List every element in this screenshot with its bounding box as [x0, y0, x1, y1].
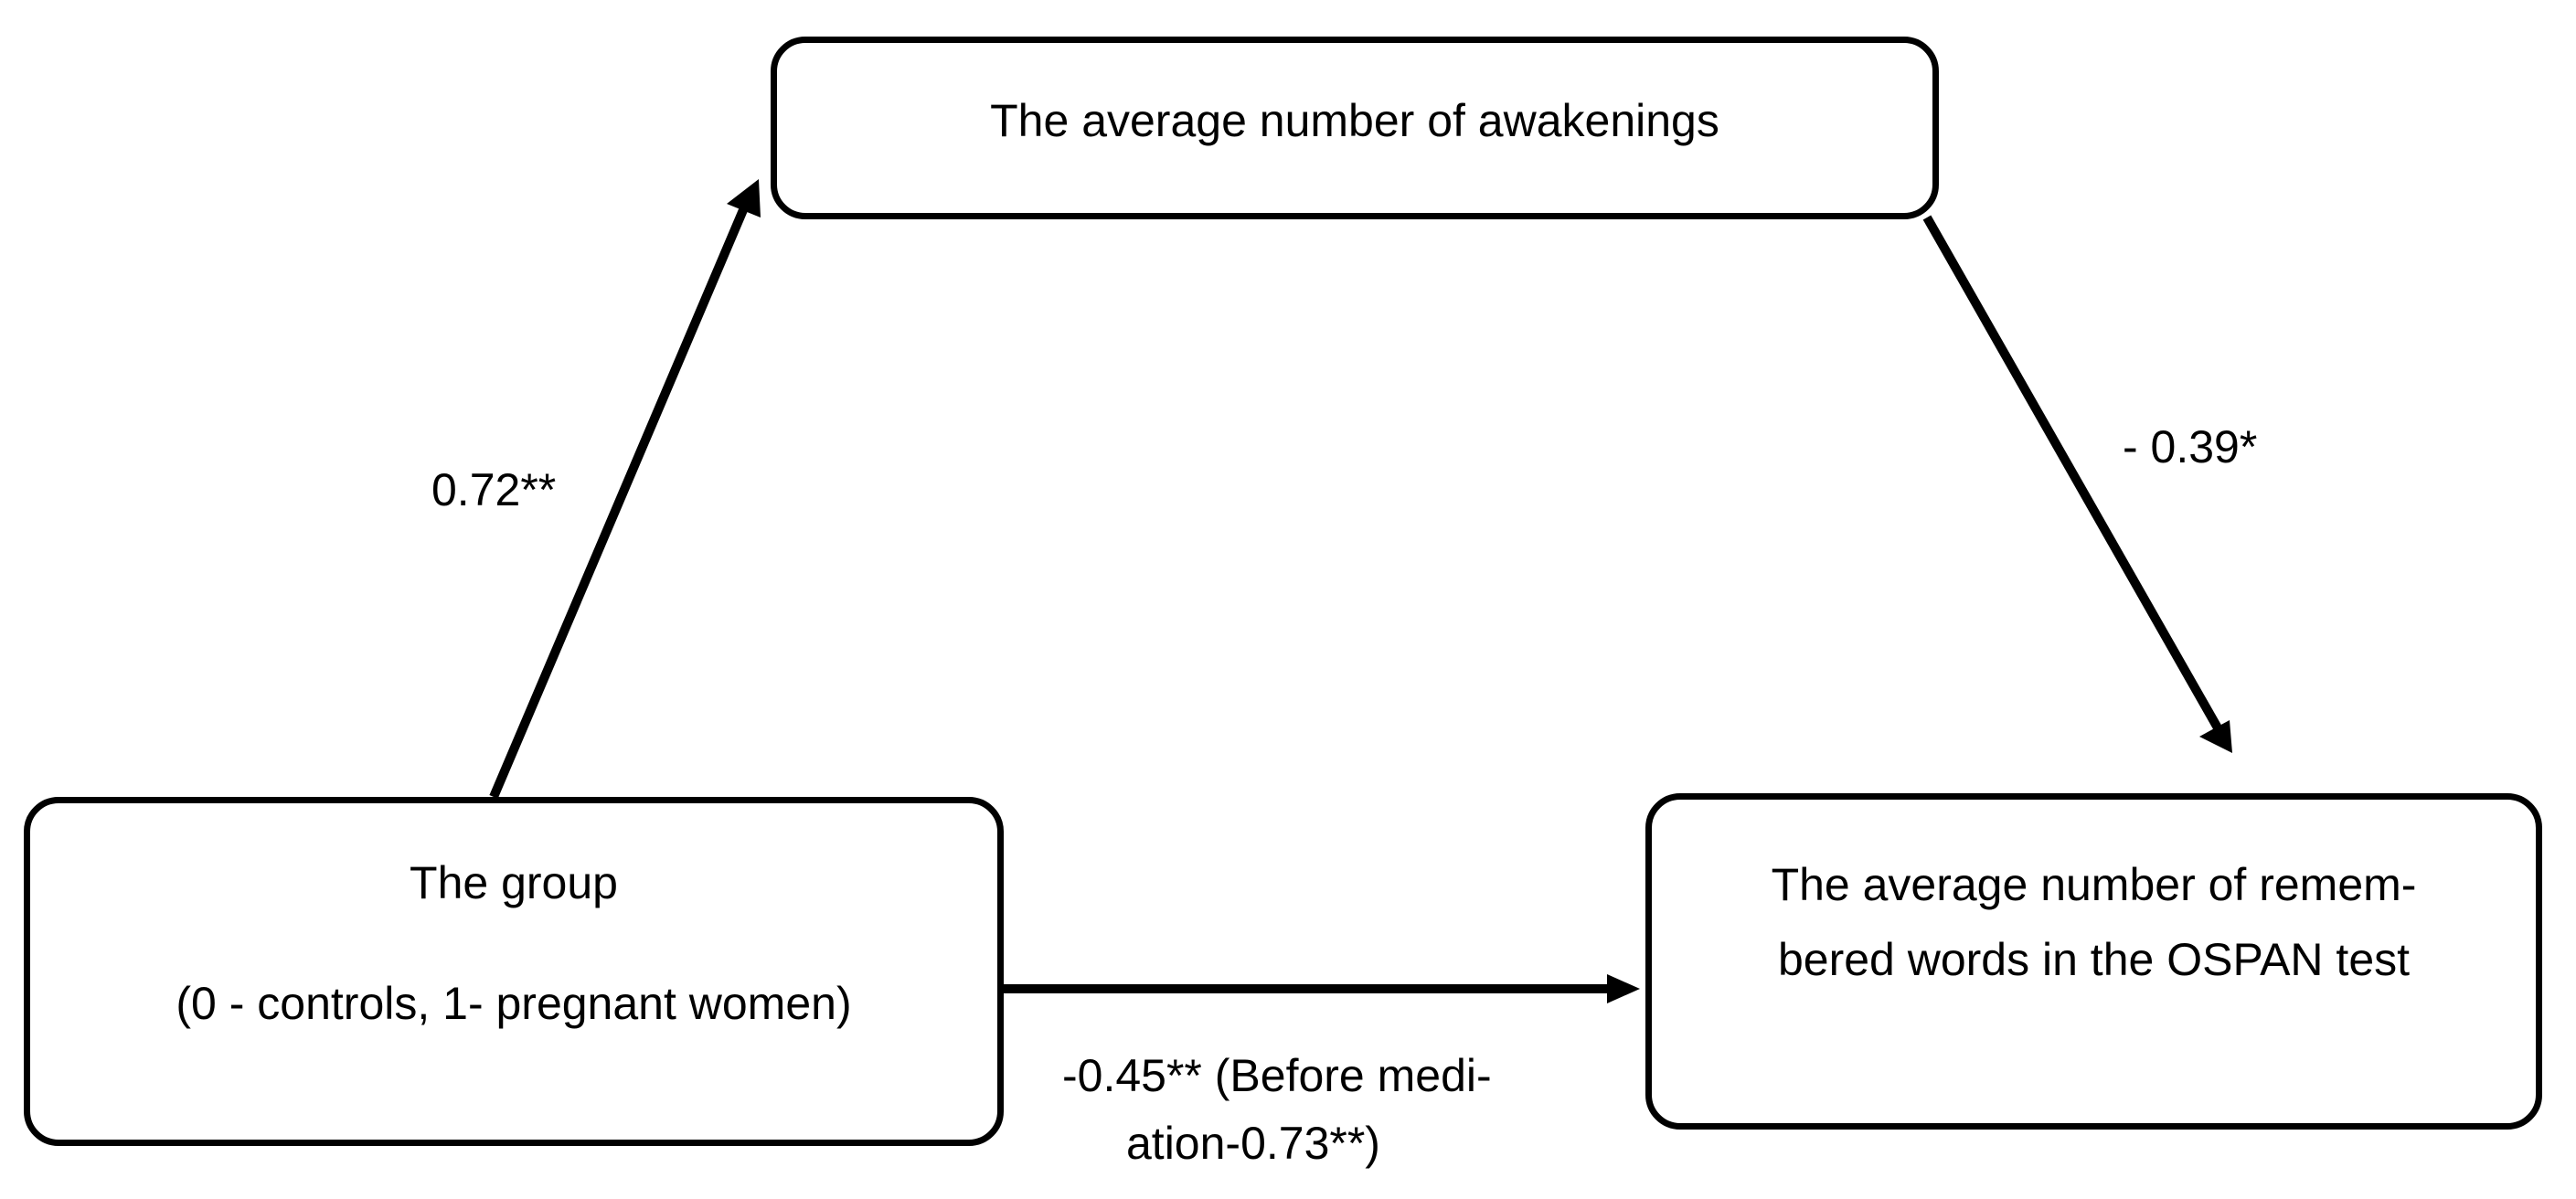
arrowhead-group-to-outcome [1607, 974, 1640, 1003]
group-node: The group (0 - controls, 1- pregnant wom… [24, 797, 1004, 1146]
edge-label-group-to-mediator: 0.72** [431, 464, 557, 515]
arrowhead-mediator-to-outcome [2199, 720, 2232, 753]
mediator-node: The average number of awakenings [771, 37, 1939, 219]
arrow-group-to-mediator [489, 197, 752, 799]
arrowhead-group-to-mediator [727, 179, 761, 218]
outcome-label-line1: The average number of remem- [1771, 859, 2417, 910]
mediator-label: The average number of awakenings [990, 95, 1719, 146]
outcome-label-line2: bered words in the OSPAN test [1777, 934, 2411, 985]
arrow-mediator-to-outcome [1922, 215, 2224, 734]
edge-label-group-to-outcome-line1: -0.45** (Before medi- [1062, 1050, 1492, 1101]
group-label-line2: (0 - controls, 1- pregnant women) [176, 978, 852, 1029]
edge-label-mediator-to-outcome: - 0.39* [2123, 421, 2258, 472]
group-label-line1: The group [410, 857, 618, 908]
edge-label-group-to-outcome-line2: ation-0.73**) [1126, 1118, 1380, 1169]
outcome-node: The average number of remem- bered words… [1645, 793, 2542, 1130]
